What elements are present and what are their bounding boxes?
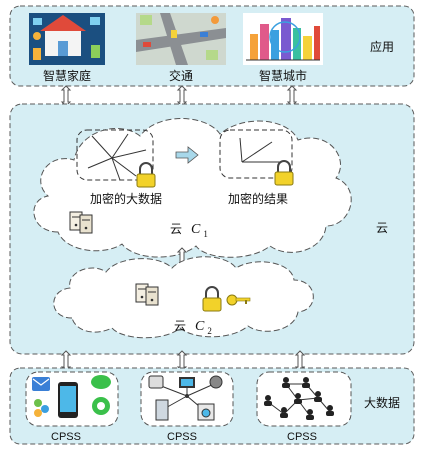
app-cloud-arrow-2 [177,85,187,107]
traffic-icon [136,13,226,65]
encrypted-result-label: 加密的结果 [228,191,288,206]
cloud-c1-shape [33,118,352,258]
compute-arrow-icon [175,146,199,164]
cloud-c1-subscript: 1 [203,229,208,239]
cpss-label-2: CPSS [167,431,197,443]
application-label-smart-home: 智慧家庭 [43,68,91,83]
smart-city-icon [243,13,323,65]
cloud-c1-symbol: C [191,222,201,237]
cloud-c1-prefix: 云 [170,222,182,236]
devices-icon [148,375,223,421]
cloud-c2-symbol: C [195,319,205,334]
applications-section-label: 应用 [370,39,394,54]
social-apps-icon [32,375,111,418]
bigdata-section-label: 大数据 [364,395,400,410]
smart-home-icon [29,13,105,65]
cpss-label-1: CPSS [51,431,81,443]
app-cloud-arrow-3 [287,85,297,107]
server-icon-c1 [69,211,93,234]
encrypted-data-box [76,129,154,181]
cloud-c2-prefix: 云 [174,319,186,333]
social-network-icon [264,377,334,420]
cloud-section-label: 云 [376,221,388,235]
encrypted-result-box [219,129,293,179]
encrypted-data-label: 加密的大数据 [90,191,162,206]
application-label-smart-city: 智慧城市 [259,68,307,83]
server-icon-c2 [135,283,159,306]
encrypted-result-vectors-icon [239,137,282,163]
cloud-c2-shape [53,256,314,339]
cloud-c1-label: 云 C 1 [170,222,208,239]
cpss-label-3: CPSS [287,431,317,443]
application-label-traffic: 交通 [169,68,193,83]
cloud-c2-label: 云 C 2 [174,319,212,336]
encrypted-data-vectors-icon [87,133,147,181]
app-cloud-arrow-1 [61,85,71,107]
cloud-c2-subscript: 2 [207,326,212,336]
key-icon [226,294,251,306]
